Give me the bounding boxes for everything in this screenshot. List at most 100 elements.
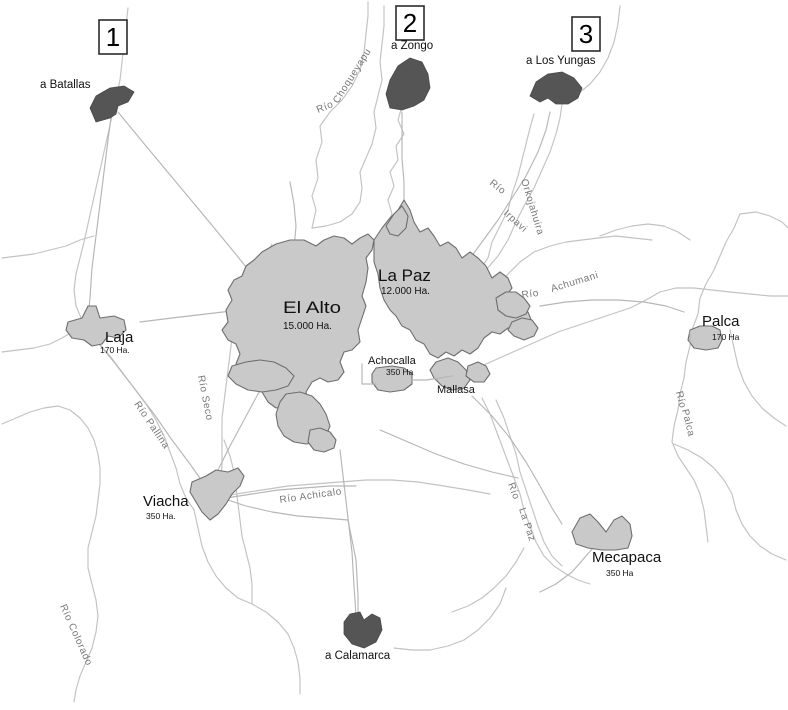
arrow-to-los-yungas [529, 71, 583, 105]
urban-area-la-paz-north [385, 205, 409, 237]
city-name-palca: Palca [702, 313, 740, 330]
river-la-paz [481, 397, 591, 585]
river-colorado [73, 567, 99, 703]
river-label-pallina: Río Pallina [132, 400, 172, 452]
achocalla-leader-line [361, 363, 377, 385]
roads-layer [87, 109, 685, 625]
river-label-colorado: Río Colorado [57, 603, 94, 668]
callout-3-box [571, 16, 601, 52]
river-achumani [467, 287, 788, 373]
callout-2: 2 [395, 5, 425, 41]
river-west-2 [1, 405, 101, 569]
town-achocalla [371, 365, 413, 393]
destination-labels-layer: a Batallas a Zongo a Los Yungas a Calama… [40, 40, 596, 662]
river-achicalo [211, 479, 491, 501]
river-northwest-1 [73, 7, 129, 341]
river-label-lapaz-name: La Paz [516, 507, 537, 543]
city-name-el-alto: El Alto [283, 298, 341, 317]
road-center-calamarca [339, 449, 357, 617]
destination-label-zongo: a Zongo [391, 40, 433, 52]
arrow-to-batallas [89, 85, 135, 123]
callout-2-number: 2 [403, 8, 417, 38]
urban-area-south-tail [307, 427, 337, 453]
city-area-la-paz: 12.000 Ha. [381, 286, 430, 297]
urban-area-mallasa [429, 357, 471, 391]
river-label-choqueyapu-rio: Río [315, 99, 335, 116]
callout-1-number: 1 [106, 22, 120, 52]
towns-layer [65, 305, 723, 551]
river-southcentral [251, 603, 301, 695]
road-palca-west [539, 299, 685, 313]
river-choqueyapu-tributary [311, 5, 385, 229]
river-label-lapaz-rio: Río [505, 481, 521, 501]
river-far-east-1 [729, 329, 787, 427]
city-name-laja: Laja [105, 329, 134, 346]
arrow-to-zongo [385, 57, 431, 111]
river-far-east-3 [735, 509, 787, 561]
river-southeast-1 [393, 587, 507, 651]
city-area-achocalla: 350 Ha [386, 367, 414, 377]
destination-label-batallas: a Batallas [40, 79, 91, 91]
river-label-palca-name: Palca [679, 408, 696, 438]
callout-2-box [395, 5, 425, 41]
road-lapaz-yungas [465, 111, 551, 265]
city-name-viacha: Viacha [143, 493, 189, 510]
callout-1-box [98, 19, 128, 55]
river-label-achumani-name: Achumani [550, 270, 600, 295]
city-name-mallasa: Mallasa [437, 384, 476, 396]
river-south-1 [193, 509, 253, 605]
road-viacha-achicalo [225, 485, 357, 499]
river-southeast-2 [451, 547, 525, 613]
city-name-achocalla: Achocalla [368, 355, 417, 367]
town-laja [65, 305, 127, 347]
town-mecapaca [571, 513, 633, 551]
road-elalto-north [289, 181, 297, 249]
city-name-la-paz: La Paz [378, 266, 431, 285]
river-palca-upper [697, 213, 741, 315]
callout-3: 3 [571, 16, 601, 52]
road-mecapaca-south [539, 539, 601, 593]
river-label-irpavi-rio: Río [487, 178, 507, 197]
urban-areas-layer [221, 199, 539, 453]
city-area-el-alto: 15.000 Ha. [283, 321, 332, 332]
urban-area-la-paz-far-east [507, 317, 539, 341]
arrow-to-calamarca [343, 611, 383, 649]
river-south-2 [223, 439, 253, 605]
city-area-laja: 170 Ha. [100, 345, 130, 355]
river-label-choqueyapu-name: Choqueyapu [331, 47, 374, 106]
river-far-east-2 [673, 443, 737, 511]
urban-area-la-paz-east-lobe [495, 291, 531, 319]
callout-1: 1 [98, 19, 128, 55]
river-label-irpavi-name: Irpavi [501, 208, 529, 235]
river-label-palca-rio: Río [673, 390, 688, 410]
town-palca [687, 325, 723, 351]
achocalla-leader-line-right [411, 375, 453, 381]
destination-label-los-yungas: a Los Yungas [526, 55, 596, 67]
callout-3-number: 3 [579, 19, 593, 49]
river-label-achumani-rio: Río [521, 288, 540, 301]
road-batallas-laja [87, 109, 113, 319]
river-northwest-2 [1, 235, 95, 259]
city-name-mecapaca: Mecapaca [592, 549, 662, 566]
river-la-paz-branch [495, 399, 563, 567]
urban-area-mallasa-east [465, 361, 491, 383]
river-palca-east [739, 211, 788, 229]
river-northeast-1 [599, 223, 691, 241]
destination-label-calamarca: a Calamarca [325, 650, 391, 662]
arrows-layer [89, 57, 583, 649]
town-viacha [189, 467, 245, 521]
river-choqueyapu [311, 1, 369, 229]
city-area-viacha: 350 Ha. [146, 511, 176, 521]
road-mallasa-mecapaca [471, 395, 563, 525]
city-labels-layer: El Alto 15.000 Ha. La Paz 12.000 Ha. Laj… [100, 266, 740, 578]
road-viacha-calamarca [221, 497, 359, 625]
road-laja-viacha [93, 337, 205, 485]
urban-area-el-alto-southwest-strip [227, 359, 295, 393]
river-label-seco: Río Seco [195, 374, 215, 421]
river-west-1 [1, 331, 73, 353]
city-area-mecapaca: 350 Ha [606, 568, 634, 578]
river-palca [671, 313, 709, 543]
road-center-east [379, 429, 519, 479]
